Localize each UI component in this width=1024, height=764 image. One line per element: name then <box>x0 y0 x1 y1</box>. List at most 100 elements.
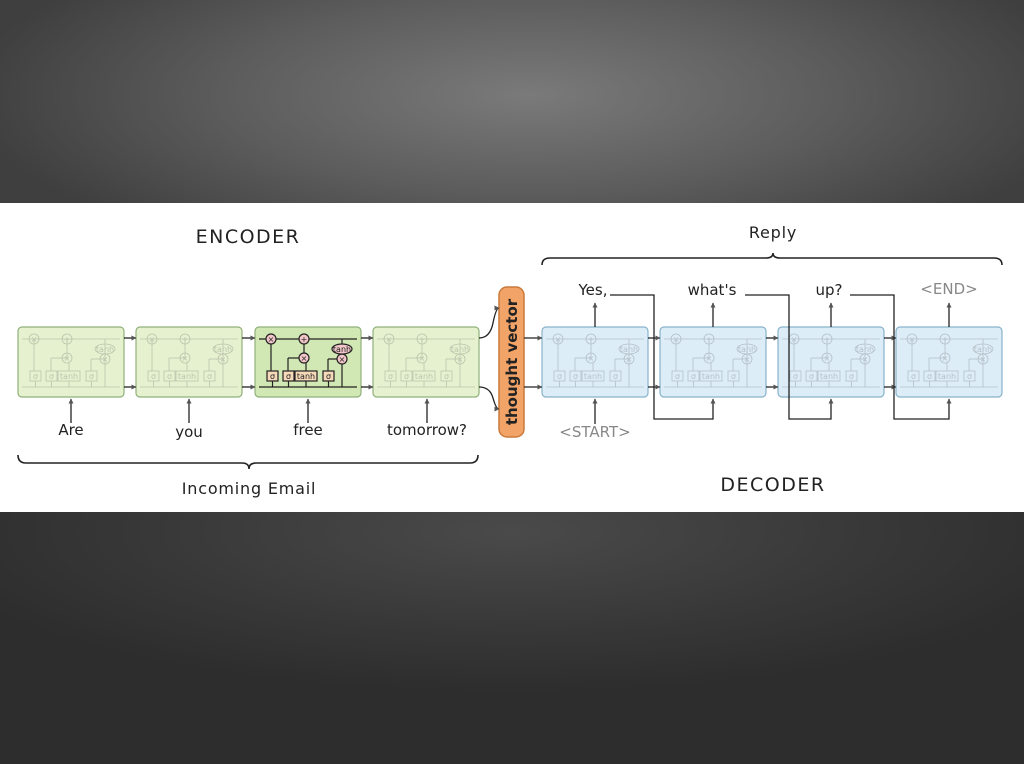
op-circle <box>939 352 951 364</box>
to-thought-vector-arrow <box>478 386 500 412</box>
op-circle <box>703 352 715 364</box>
reply-label: Reply <box>749 223 797 242</box>
gate-label: tanh <box>60 372 78 381</box>
gate-box <box>203 370 216 382</box>
thought-vector-pill <box>498 286 525 438</box>
incoming-email-bracket <box>17 454 479 470</box>
gate-label: σ <box>207 372 212 381</box>
op-symbol: × <box>791 335 798 344</box>
op-circle <box>179 352 191 364</box>
connectors <box>68 294 952 424</box>
op-symbol: × <box>744 355 751 364</box>
gate-box <box>817 370 841 382</box>
op-circle <box>821 333 833 345</box>
gate-box <box>266 370 279 382</box>
op-circle <box>585 352 597 364</box>
op-symbol: × <box>588 354 595 363</box>
gate-label: σ <box>167 372 172 381</box>
decoder-output-word: up? <box>816 281 843 299</box>
op-symbol: × <box>824 354 831 363</box>
feedback-loop-arrow <box>745 294 834 420</box>
op-symbol: × <box>339 355 346 364</box>
gate-label: σ <box>270 372 275 381</box>
op-circle <box>383 333 395 345</box>
tanh-oval-label: tanh <box>856 345 874 354</box>
gate-box <box>789 370 802 382</box>
gate-label: tanh <box>584 372 602 381</box>
op-circle <box>703 333 715 345</box>
op-circle <box>265 333 277 345</box>
op-symbol: × <box>419 354 426 363</box>
gate-box <box>440 370 453 382</box>
tanh-oval <box>212 343 234 355</box>
gate-box <box>412 370 436 382</box>
op-symbol: × <box>31 335 38 344</box>
decoder-output-word: Yes, <box>578 281 608 299</box>
tanh-oval-label: tanh <box>333 345 351 354</box>
gate-label: σ <box>286 372 291 381</box>
gate-label: σ <box>33 372 38 381</box>
gate-box <box>29 370 42 382</box>
op-circle <box>977 353 989 365</box>
cell-box <box>17 326 125 398</box>
decoder-title: DECODER <box>720 474 825 496</box>
op-symbol: + <box>942 335 949 344</box>
op-circle <box>146 333 158 345</box>
op-circle <box>416 352 428 364</box>
gate-box <box>671 370 684 382</box>
op-symbol: + <box>419 335 426 344</box>
tanh-oval-label: tanh <box>974 345 992 354</box>
op-symbol: × <box>301 354 308 363</box>
gate-box <box>400 370 413 382</box>
op-symbol: × <box>626 355 633 364</box>
gate-label: σ <box>927 372 932 381</box>
encoder-input-word: Are <box>58 421 83 439</box>
op-circle <box>741 353 753 365</box>
op-circle <box>552 333 564 345</box>
op-circle <box>906 333 918 345</box>
op-symbol: + <box>64 335 71 344</box>
op-symbol: + <box>588 335 595 344</box>
decoder-output-word: what's <box>688 281 737 299</box>
reply-bracket <box>541 252 1003 266</box>
to-thought-vector-arrow <box>478 305 500 339</box>
op-circle <box>939 333 951 345</box>
tanh-oval <box>331 343 353 355</box>
bottom-background <box>0 512 1024 764</box>
op-symbol: × <box>220 355 227 364</box>
gate-label: σ <box>613 372 618 381</box>
feedback-loop-arrow <box>850 294 952 420</box>
op-symbol: + <box>182 335 189 344</box>
gate-label: σ <box>404 372 409 381</box>
op-symbol: × <box>102 355 109 364</box>
gate-box <box>845 370 858 382</box>
thought-vector-label: thought vector <box>503 298 521 425</box>
gate-label: σ <box>809 372 814 381</box>
gate-box <box>699 370 723 382</box>
tanh-oval-label: tanh <box>451 345 469 354</box>
gate-label: σ <box>89 372 94 381</box>
op-circle <box>623 353 635 365</box>
gate-box <box>175 370 199 382</box>
op-circle <box>61 333 73 345</box>
cell-box <box>135 326 243 398</box>
gate-label: σ <box>388 372 393 381</box>
op-circle <box>585 333 597 345</box>
encoder-title: ENCODER <box>196 226 301 248</box>
gate-box <box>805 370 818 382</box>
op-symbol: × <box>980 355 987 364</box>
op-symbol: + <box>824 335 831 344</box>
op-symbol: × <box>386 335 393 344</box>
